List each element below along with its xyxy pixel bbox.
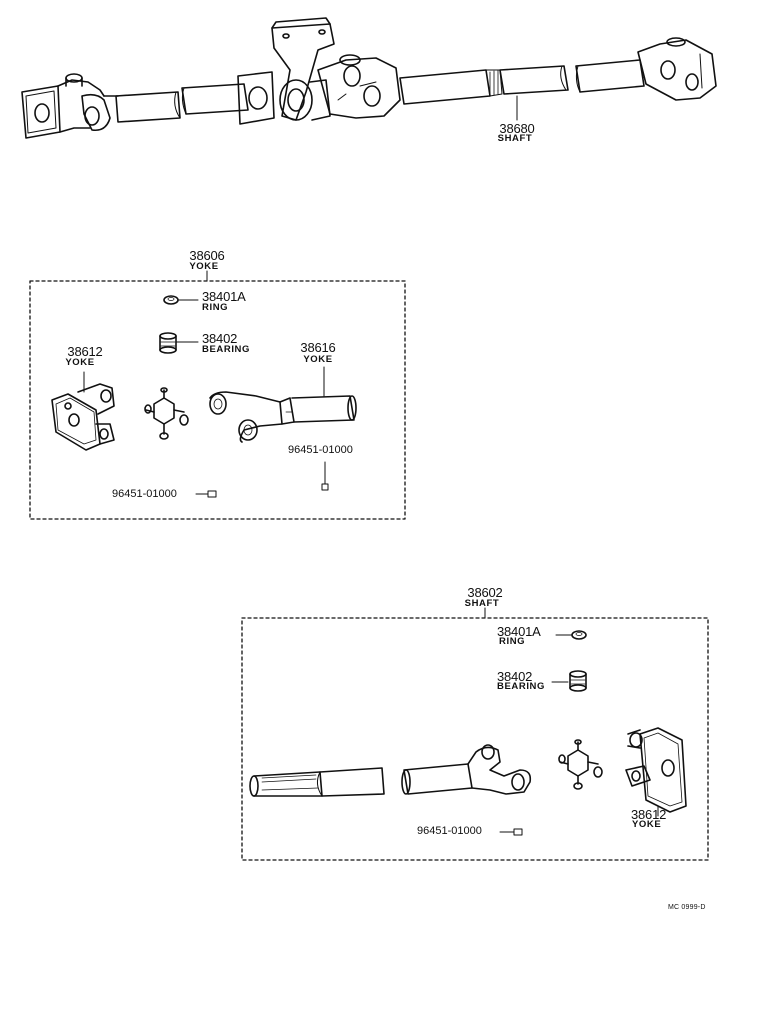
ring-name: RING bbox=[202, 302, 229, 313]
flange-yoke-2-drawing bbox=[625, 727, 687, 817]
bearing-2-drawing bbox=[551, 670, 587, 692]
flange-yoke-2-name: YOKE bbox=[632, 819, 662, 830]
right-shaft-tube bbox=[399, 69, 491, 105]
ring-2-number: 38401A bbox=[497, 624, 541, 639]
shaft-group-name: SHAFT bbox=[464, 598, 500, 609]
tube-yoke-drawing bbox=[401, 744, 532, 795]
right-flange-yoke-drawing bbox=[637, 37, 717, 101]
grease-fitting-right-label: 96451-01000 bbox=[288, 444, 353, 456]
flange-yoke-2-number: 38612 bbox=[631, 807, 667, 822]
slip-yoke-drawing bbox=[209, 366, 357, 443]
diagram-code: MC 0999-D bbox=[668, 904, 706, 911]
grease-fitting-bottom-drawing bbox=[195, 490, 217, 498]
yoke-group-number: 38606 bbox=[189, 248, 225, 263]
propeller-shaft-assembly bbox=[21, 17, 717, 139]
top-shaft-name: SHAFT bbox=[497, 133, 533, 144]
left-flange-yoke-drawing bbox=[21, 73, 119, 139]
grease-fitting-right-drawing bbox=[321, 461, 329, 491]
grease-fitting-2-label: 96451-01000 bbox=[417, 825, 482, 837]
bearing-2-name: BEARING bbox=[497, 681, 546, 692]
bearing-name: BEARING bbox=[202, 344, 251, 355]
yoke-group-frame bbox=[29, 280, 406, 520]
bearing-number: 38402 bbox=[202, 331, 238, 346]
ring-2-name: RING bbox=[499, 636, 526, 647]
left-shaft-tube bbox=[115, 91, 181, 123]
slip-yoke-name: YOKE bbox=[303, 354, 333, 365]
center-universal-joint-drawing bbox=[317, 54, 401, 119]
center-bearing-drawing bbox=[237, 17, 335, 125]
splined-shaft-drawing bbox=[249, 767, 385, 797]
spider-drawing bbox=[144, 387, 189, 440]
grease-fitting-2-drawing bbox=[499, 828, 523, 836]
shaft-group-number: 38602 bbox=[467, 585, 503, 600]
flange-yoke-number: 38612 bbox=[67, 344, 103, 359]
bearing-drawing bbox=[159, 332, 199, 354]
yoke-group-name: YOKE bbox=[189, 261, 219, 272]
slip-yoke-number: 38616 bbox=[300, 340, 336, 355]
bearing-2-number: 38402 bbox=[497, 669, 533, 684]
spider-2-drawing bbox=[558, 739, 603, 790]
flange-yoke-name: YOKE bbox=[65, 357, 95, 368]
flange-yoke-drawing bbox=[51, 371, 115, 451]
grease-fitting-bottom-label: 96451-01000 bbox=[112, 488, 177, 500]
top-shaft-number: 38680 bbox=[499, 121, 535, 136]
ring-number: 38401A bbox=[202, 289, 246, 304]
